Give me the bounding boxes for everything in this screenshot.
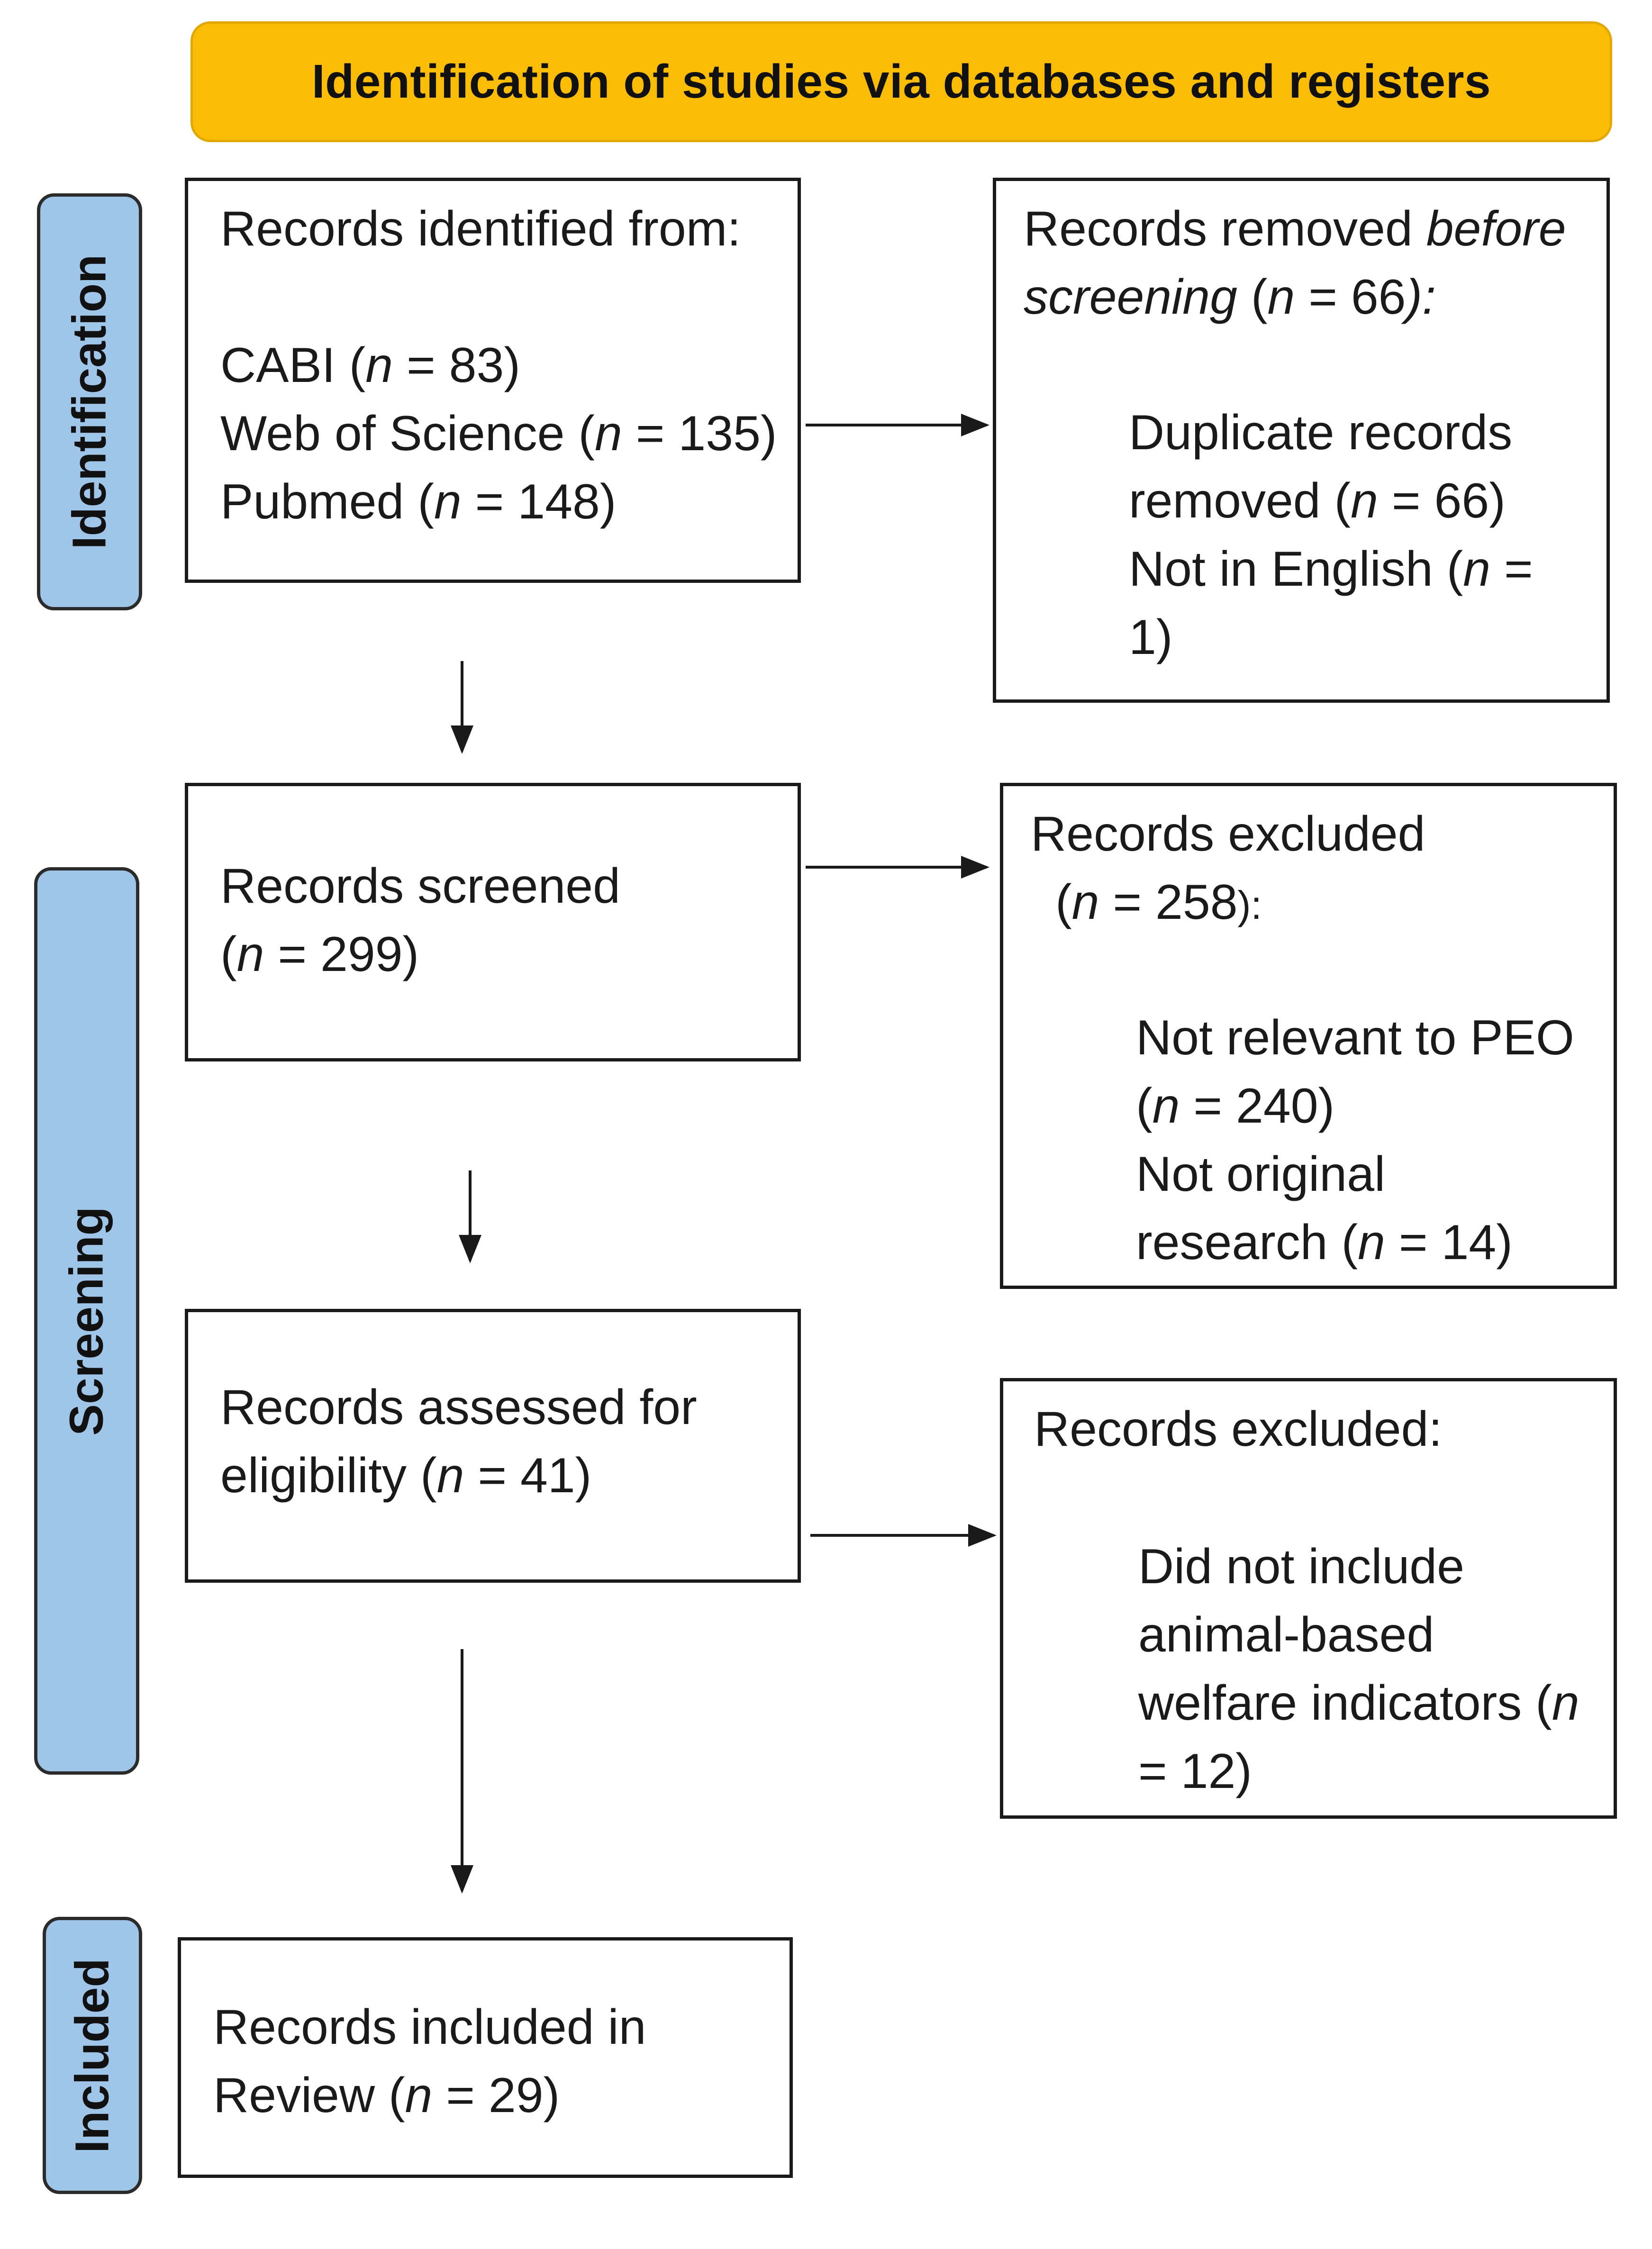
source-pubmed: Pubmed (n = 148) [220,474,617,529]
section-header-title: Identification of studies via databases … [311,55,1491,108]
not-in-english-line1: Not in English (n = [1129,542,1533,597]
not-relevant-line1: Not relevant to PEO [1136,1010,1574,1065]
records-included-line1: Records included in [213,2000,646,2055]
records-included-line2: Review (n = 29) [213,2068,560,2123]
records-screened-count: (n = 299) [220,927,419,982]
phase-label-identification: Identification [37,193,142,610]
records-included-box: Records included in Review (n = 29) [178,1937,793,2178]
not-relevant-line2: (n = 240) [1136,1079,1335,1134]
did-not-include-line1: Did not include [1138,1539,1464,1594]
records-excluded-count: (n = 258): [1055,875,1262,930]
duplicate-records-line1: Duplicate records [1129,405,1513,460]
phase-label-included: Included [43,1917,142,2194]
records-screened-box: Records screened (n = 299) [185,783,801,1061]
records-excluded-eligibility-heading: Records excluded: [1034,1402,1443,1457]
phase-label-screening: Screening [34,867,139,1775]
did-not-include-line2: animal-based [1138,1607,1434,1662]
records-identified-heading: Records identified from: [220,201,741,256]
records-removed-heading-line2: screening (n = 66): [1024,270,1436,325]
records-removed-heading-line1: Records removed before [1024,201,1566,256]
records-assessed-box: Records assessed for eligibility (n = 41… [185,1309,801,1583]
did-not-include-line3: welfare indicators (n [1138,1676,1579,1731]
duplicate-records-line2: removed (n = 66) [1129,473,1506,528]
records-excluded-box: Records excluded (n = 258): Not relevant… [1000,783,1617,1289]
records-identified-box: Records identified from: CABI (n = 83) W… [185,178,801,583]
did-not-include-line4: = 12) [1138,1744,1252,1799]
records-excluded-heading: Records excluded [1031,807,1425,862]
records-removed-box: Records removed before screening (n = 66… [993,178,1610,703]
not-original-line2: research (n = 14) [1136,1215,1513,1270]
source-cabi: CABI (n = 83) [220,338,520,393]
records-screened-label: Records screened [220,859,620,914]
records-excluded-eligibility-box: Records excluded: Did not include animal… [1000,1378,1617,1819]
section-header: Identification of studies via databases … [191,21,1612,142]
records-assessed-line2: eligibility (n = 41) [220,1448,592,1503]
not-original-line1: Not original [1136,1147,1386,1202]
records-assessed-line1: Records assessed for [220,1380,697,1435]
not-in-english-line2: 1) [1129,610,1173,665]
source-web-of-science: Web of Science (n = 135) [220,406,777,461]
